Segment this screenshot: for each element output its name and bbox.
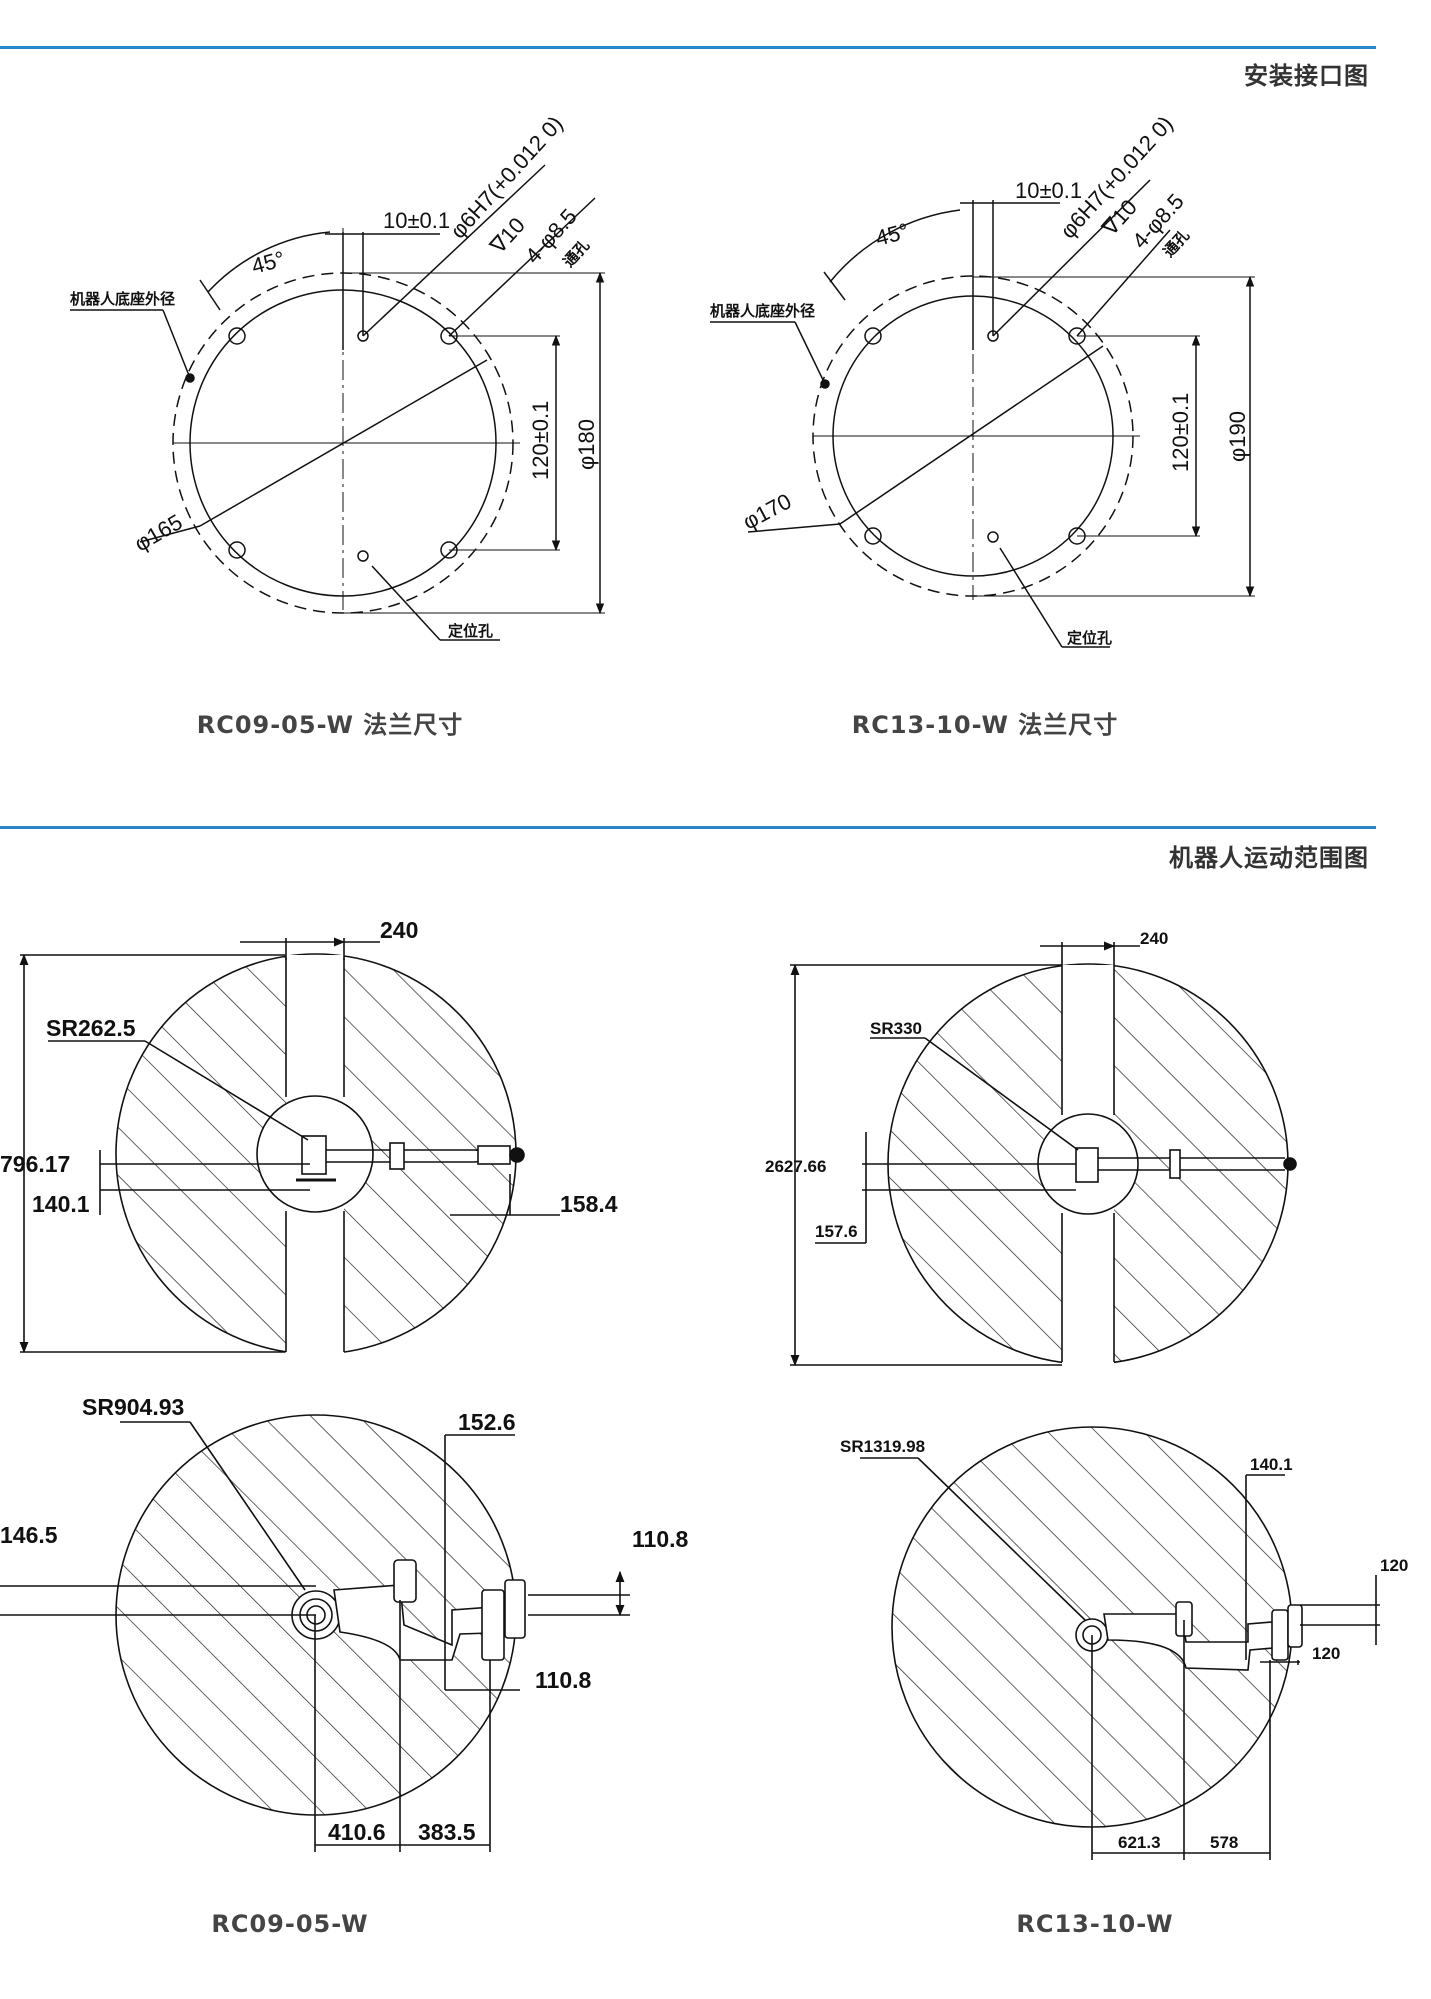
range1-d2-label: 146.5 [0,1522,58,1548]
flange1-drawing [70,164,605,641]
section-title-mounting: 安装接口图 [1244,62,1369,90]
flange1-base-od-label: 机器人底座外径 [70,290,175,308]
range2-height-label: 2627.66 [765,1157,826,1176]
range2-arm1-label: 621.3 [1118,1833,1161,1852]
range1-inner-radius-label: SR262.5 [46,1015,136,1041]
range1-top-width-label: 240 [380,917,418,943]
flange1-through-label: 通孔 [560,236,593,270]
flange2-outer-label: φ190 [1225,411,1250,462]
range2-bottom-drawing [860,1426,1380,1860]
range1-top-drawing [19,937,560,1355]
flange2-locating-label: 定位孔 [1067,629,1112,647]
range1-arm2-label: 383.5 [418,1819,476,1845]
flange2-angle-label: 45° [873,218,912,251]
flange2-pin [987,531,999,543]
range1-d3-label: 110.8 [632,1526,688,1552]
section-rule-range [0,826,1376,829]
range1-height-label: 796.17 [0,1151,70,1177]
range2-caption: RC13-10-W [1016,1910,1174,1938]
range1-bottom-drawing [0,1414,630,1852]
range1-arm1-label: 410.6 [328,1819,386,1845]
range2-d2-label: 120 [1380,1556,1408,1575]
range2-outer-radius-label: SR1319.98 [840,1437,925,1456]
range2-top-width-label: 240 [1140,929,1168,948]
flange2-spacing-label: 120±0.1 [1168,393,1193,472]
range2-inner-radius-label: SR330 [870,1019,922,1038]
flange2-offset-label: 10±0.1 [1015,178,1082,203]
flange1-locating-label: 定位孔 [448,622,493,640]
flange1-hole [228,327,246,345]
section-rule-mounting [0,46,1376,49]
flange1-spacing-label: 120±0.1 [528,401,553,480]
flange1-outer-label: φ180 [574,419,599,470]
range1-tool-label: 158.4 [560,1191,618,1217]
flange2-caption: RC13-10-W 法兰尺寸 [851,711,1119,739]
flange2-pcd-label: φ170 [739,488,796,534]
flange1-pin [357,550,369,562]
flange1-offset-label: 10±0.1 [383,208,450,233]
flange2-hole [864,527,882,545]
range2-arm2-label: 578 [1210,1833,1238,1852]
flange2-drawing [710,179,1255,648]
range2-offset-label: 157.6 [815,1222,858,1241]
range2-d1-label: 140.1 [1250,1455,1293,1474]
range1-outer-radius-label: SR904.93 [82,1394,184,1420]
flange1-caption: RC09-05-W 法兰尺寸 [196,711,464,739]
range2-top-drawing [790,941,1297,1367]
flange2-base-od-label: 机器人底座外径 [710,302,815,320]
range1-d1-label: 152.6 [458,1409,516,1435]
range1-caption: RC09-05-W [211,1910,369,1938]
flange2-hole [864,327,882,345]
flange1-hole [228,541,246,559]
range1-d4-label: 110.8 [535,1667,591,1693]
flange1-pcd-label: φ165 [130,509,187,556]
range1-offset-label: 140.1 [32,1191,90,1217]
range2-d3-label: 120 [1312,1644,1340,1663]
section-title-range: 机器人运动范围图 [1169,844,1369,872]
flange1-angle-label: 45° [249,246,288,279]
